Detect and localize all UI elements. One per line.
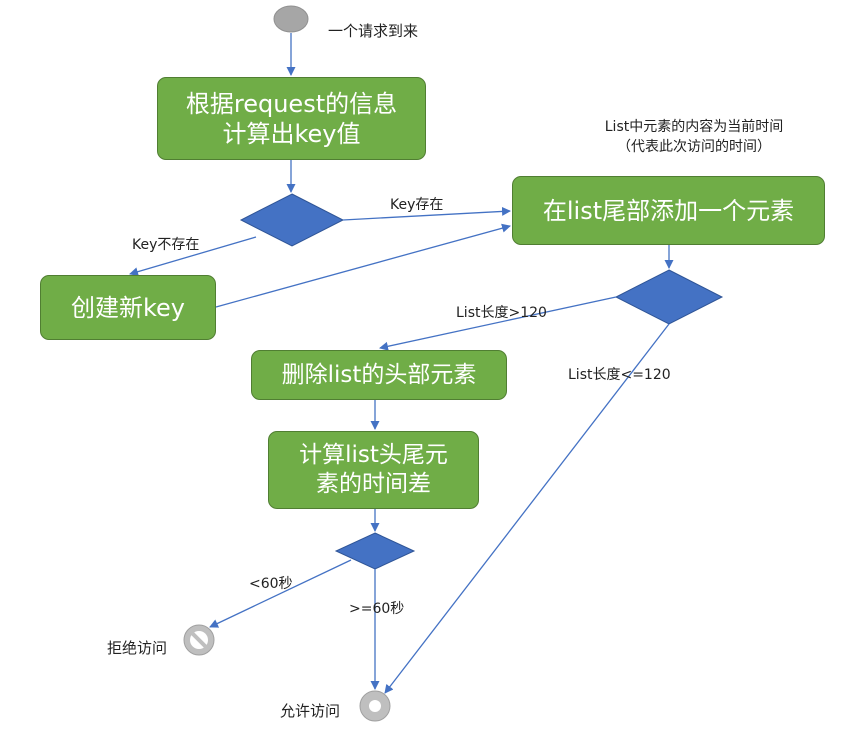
note-line1: List中元素的内容为当前时间 xyxy=(604,119,784,135)
arrow-key-exists xyxy=(342,206,511,221)
compute-key-node: 根据request的信息 计算出key值 xyxy=(157,77,426,160)
list-content-note: List中元素的内容为当前时间 （代表此次访问的时间） xyxy=(578,117,810,158)
note-line2: （代表此次访问的时间） xyxy=(617,139,771,156)
lt60-label: <60秒 xyxy=(249,576,293,592)
delete-head-label: 删除list的头部元素 xyxy=(281,361,477,388)
start-label: 一个请求到来 xyxy=(328,22,419,40)
create-key-label: 创建新key xyxy=(70,293,185,322)
arrow-lt60 xyxy=(209,559,352,628)
allow-label: 允许访问 xyxy=(280,702,341,720)
arrow-len-le xyxy=(384,323,670,694)
compute-key-line2: 计算出key值 xyxy=(222,119,361,148)
create-key-node: 创建新key xyxy=(40,275,216,340)
deny-label: 拒绝访问 xyxy=(107,639,168,657)
time-diff-line2: 素的时间差 xyxy=(316,471,431,497)
decision-key-exists xyxy=(239,193,345,247)
delete-head-node: 删除list的头部元素 xyxy=(251,350,507,400)
deny-end-node xyxy=(183,624,215,656)
allow-end-node xyxy=(359,690,391,722)
key-missing-label: Key不存在 xyxy=(132,237,200,253)
append-element-node: 在list尾部添加一个元素 xyxy=(512,176,825,245)
decision-time-diff xyxy=(334,532,416,570)
start-node xyxy=(273,5,309,33)
decision-list-length xyxy=(614,269,724,325)
len-gt-label: List长度>120 xyxy=(456,305,547,321)
arrow-create-to-append xyxy=(215,223,511,308)
time-diff-node: 计算list头尾元 素的时间差 xyxy=(268,431,479,509)
append-element-label: 在list尾部添加一个元素 xyxy=(542,196,795,225)
arrow-len-gt xyxy=(379,296,617,351)
key-exists-label: Key存在 xyxy=(390,197,444,213)
ge60-label: >=60秒 xyxy=(349,601,405,617)
len-le-label: List长度<=120 xyxy=(568,367,671,383)
arrow-key-missing xyxy=(129,236,257,277)
time-diff-line1: 计算list头尾元 xyxy=(299,442,448,469)
compute-key-line1: 根据request的信息 xyxy=(185,89,398,118)
